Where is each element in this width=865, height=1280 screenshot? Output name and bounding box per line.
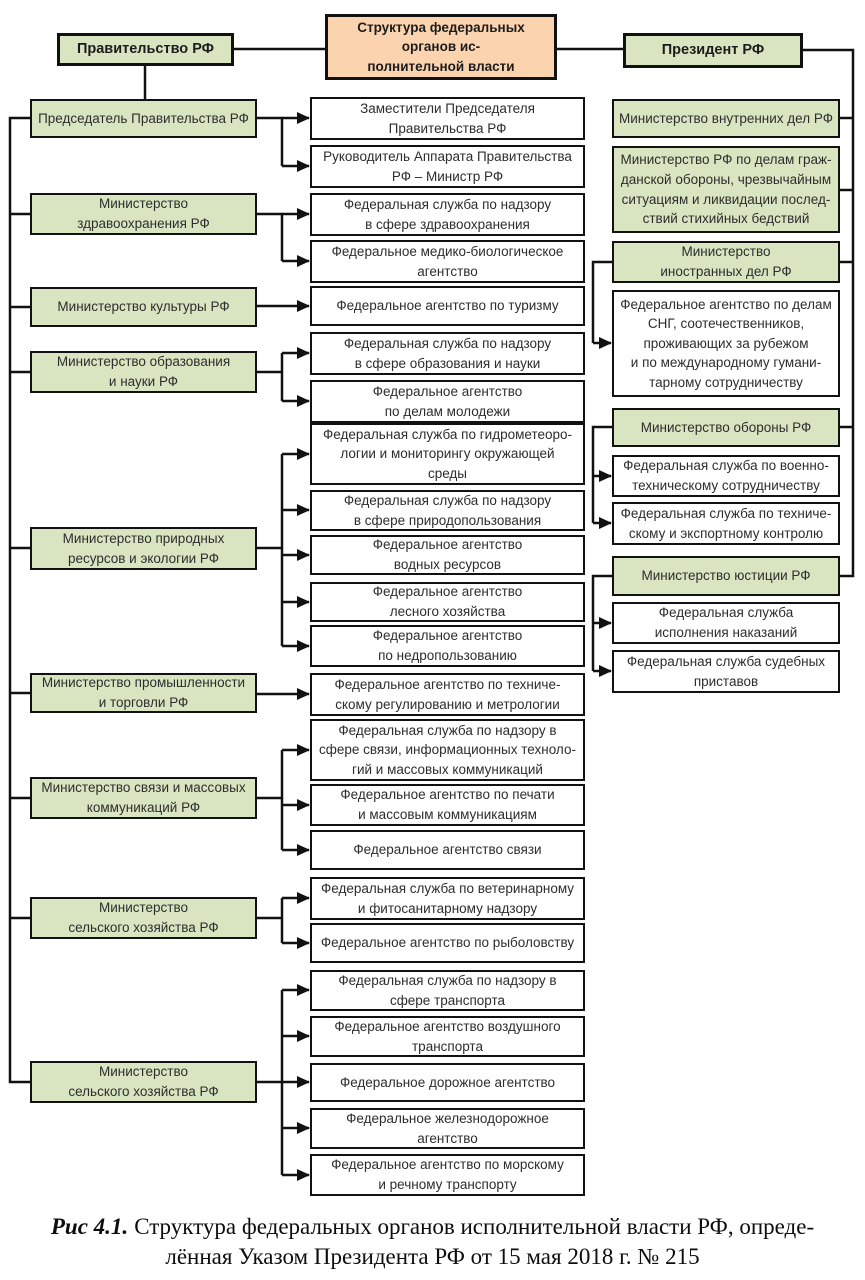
node-water-agency: Федеральное агентство водных ресурсов [310, 535, 585, 575]
node-nature-oversight-service: Федеральная служба по надзору в сфере пр… [310, 490, 585, 531]
node-education-oversight-service: Федеральная служба по надзору в сфере об… [310, 332, 585, 375]
figure-number: Рис 4.1. [50, 1214, 129, 1239]
node-prime-minister: Председатель Правительства РФ [30, 99, 257, 138]
node-ministry-emergencies: Министерство РФ по делам граж- данской о… [612, 146, 840, 233]
node-ministry-industry-trade: Министерство промышленности и торговли Р… [30, 673, 257, 713]
node-head-of-staff: Руководитель Аппарата Правительства РФ –… [310, 145, 585, 188]
node-veterinary-service: Федеральная служба по ветеринарному и фи… [310, 877, 585, 920]
node-ministry-natural-resources: Министерство природных ресурсов и эколог… [30, 527, 257, 570]
node-communication-agency: Федеральное агентство связи [310, 830, 585, 870]
node-transport-oversight-service: Федеральная служба по надзору в сфере тр… [310, 970, 585, 1011]
node-subsoil-agency: Федеральное агентство по недропользовани… [310, 625, 585, 667]
node-fishery-agency: Федеральное агентство по рыболовству [310, 923, 585, 963]
node-comms-oversight-service: Федеральная служба по надзору в сфере св… [310, 719, 585, 781]
node-road-agency: Федеральное дорожное агентство [310, 1063, 585, 1102]
node-ministry-agriculture-1: Министерство сельского хозяйства РФ [30, 897, 257, 939]
node-ministry-education: Министерство образования и науки РФ [30, 351, 257, 393]
node-cis-agency: Федеральное агентство по делам СНГ, соот… [612, 290, 840, 397]
node-ministry-interior: Министерство внутренних дел РФ [612, 99, 840, 138]
node-tourism-agency: Федеральное агентство по туризму [310, 286, 585, 326]
node-president: Президент РФ [623, 33, 803, 68]
node-ministry-agriculture-2: Министерство сельского хозяйства РФ [30, 1061, 257, 1103]
node-forestry-agency: Федеральное агентство лесного хозяйства [310, 582, 585, 622]
node-ministry-communications: Министерство связи и массовых коммуникац… [30, 777, 257, 819]
diagram-title: Структура федеральных органов ис- полнит… [325, 14, 557, 80]
node-ministry-culture: Министерство культуры РФ [30, 287, 257, 327]
node-deputy-chairmen: Заместители Председателя Правительства Р… [310, 97, 585, 140]
node-ministry-health: Министерство здравоохранения РФ [30, 193, 257, 235]
node-ministry-defense: Министерство обороны РФ [612, 408, 840, 447]
node-health-oversight-service: Федеральная служба по надзору в сфере зд… [310, 193, 585, 236]
node-air-transport-agency: Федеральное агентство воздушного транспо… [310, 1016, 585, 1057]
node-tech-regulation-agency: Федеральное агентство по техниче- скому … [310, 673, 585, 716]
node-sea-river-transport-agency: Федеральное агентство по морскому и речн… [310, 1154, 585, 1196]
caption-line-2: лённая Указом Президента РФ от 15 мая 20… [165, 1244, 700, 1270]
figure-caption: Рис 4.1.Структура федеральных органов ис… [0, 1212, 865, 1273]
node-press-agency: Федеральное агентство по печати и массов… [310, 784, 585, 826]
node-government: Правительство РФ [57, 33, 234, 66]
node-military-tech-service: Федеральная служба по военно- техническо… [612, 455, 840, 497]
node-ministry-justice: Министерство юстиции РФ [612, 556, 840, 596]
node-medical-biological-agency: Федеральное медико-биологическое агентст… [310, 240, 585, 283]
node-export-control-service: Федеральная служба по техниче- скому и э… [612, 502, 840, 545]
node-ministry-foreign-affairs: Министерство иностранных дел РФ [612, 241, 840, 283]
caption-line-1: Рис 4.1.Структура федеральных органов ис… [50, 1214, 815, 1239]
node-youth-agency: Федеральное агентство по делам молодежи [310, 380, 585, 423]
node-penitentiary-service: Федеральная служба исполнения наказаний [612, 602, 840, 644]
node-railway-agency: Федеральное железнодорожное агентство [310, 1108, 585, 1149]
node-hydromet-service: Федеральная служба по гидрометеоро- логи… [310, 423, 585, 485]
node-bailiff-service: Федеральная служба судебных приставов [612, 650, 840, 693]
